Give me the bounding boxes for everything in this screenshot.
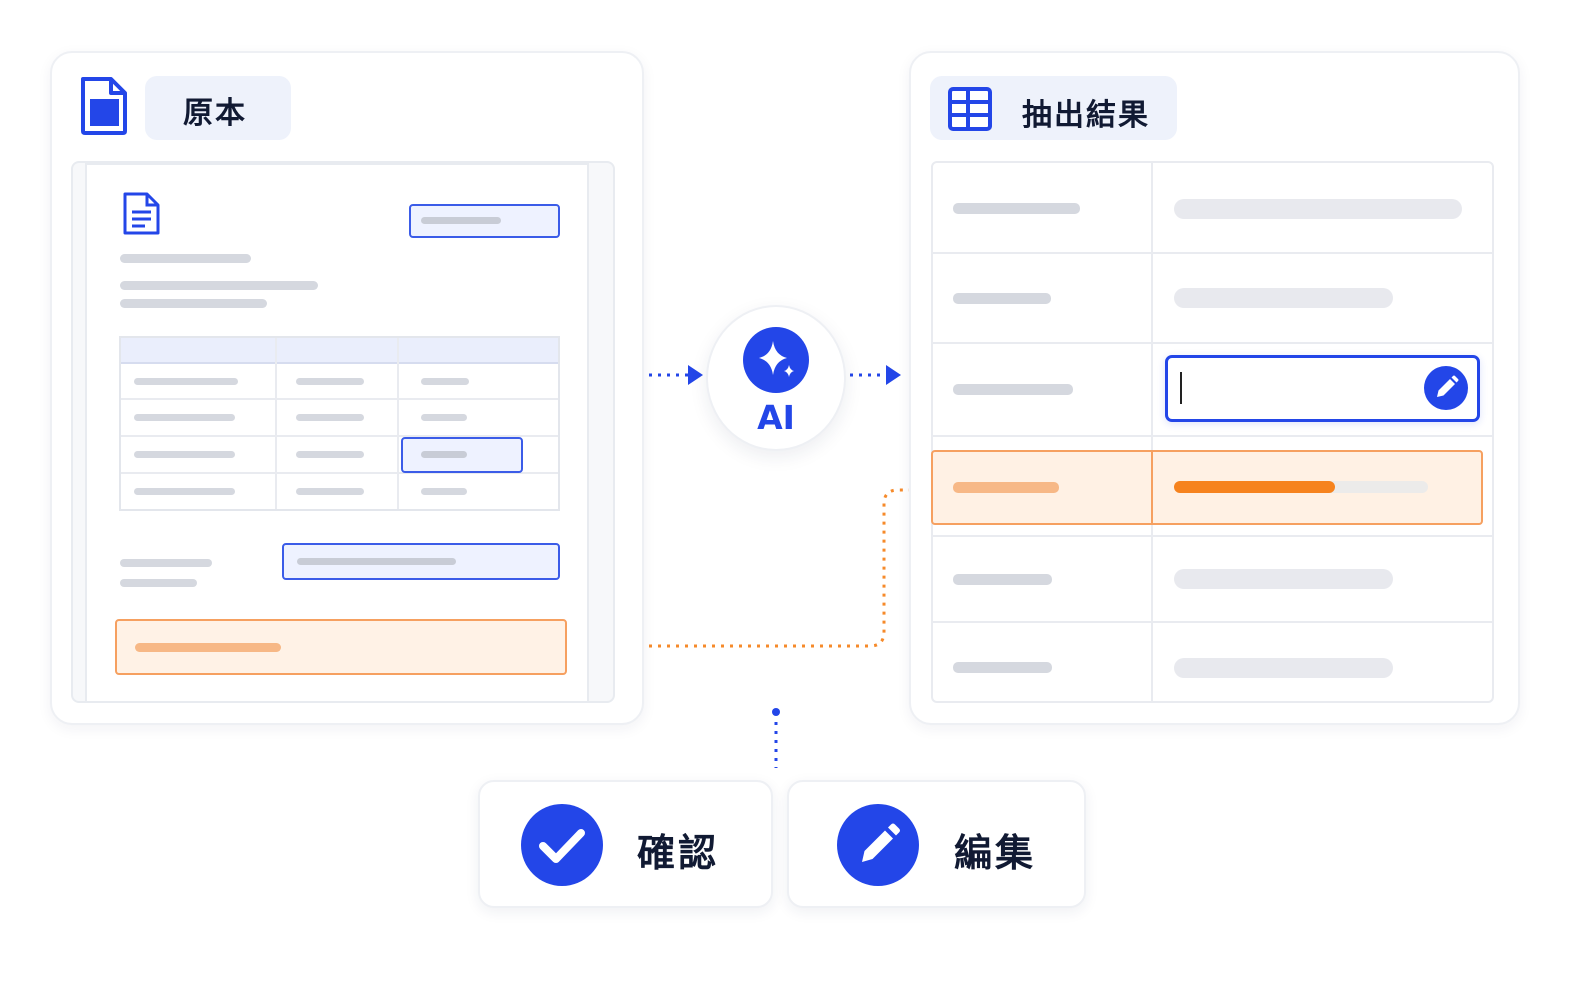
result-progress-fill [1174, 481, 1335, 493]
arrowhead-ai-to-result [886, 365, 901, 385]
doc-summary-field-text [297, 558, 456, 565]
result-field-value [1174, 569, 1393, 589]
doc-table-cell [134, 378, 238, 385]
result-panel-title: 抽出結果 [1022, 98, 1150, 133]
doc-table-cell [134, 414, 235, 421]
result-table [931, 161, 1494, 703]
result-field-value [1174, 658, 1393, 678]
doc-table-cell [296, 488, 364, 495]
result-field-label [953, 384, 1073, 395]
table-icon [948, 87, 992, 131]
pencil-icon [1437, 375, 1459, 397]
check-icon [539, 829, 585, 863]
result-field-value [1174, 288, 1393, 308]
doc-header-field-text [421, 217, 501, 224]
doc-text-line [120, 254, 251, 263]
doc-text-line [120, 579, 197, 587]
doc-text-line [120, 299, 267, 308]
arrowhead-source-to-ai [688, 365, 703, 385]
doc-table-cell [134, 488, 235, 495]
edit-button[interactable] [787, 780, 1086, 908]
confirm-label: 確認 [637, 831, 720, 875]
doc-table-cell [296, 378, 364, 385]
sparkle-icon [759, 341, 794, 377]
confirm-icon-circle [521, 804, 603, 886]
result-field-label [953, 574, 1052, 585]
doc-table-cell [421, 451, 467, 458]
text-cursor [1180, 372, 1182, 404]
doc-table-cell [134, 451, 235, 458]
ai-label: AI [757, 398, 795, 437]
document-sheet [85, 163, 589, 703]
doc-highlight-text [135, 643, 281, 652]
action-connector-dot [772, 708, 780, 716]
result-field-value [1174, 199, 1462, 219]
source-title-chip [145, 76, 291, 140]
result-field-label [953, 662, 1052, 673]
doc-table-cell [421, 488, 467, 495]
highlight-link-path [577, 488, 918, 648]
result-field-label [953, 293, 1051, 304]
pencil-icon [862, 823, 900, 862]
doc-table-cell [296, 451, 364, 458]
doc-text-line [120, 281, 318, 290]
doc-table-cell [421, 378, 469, 385]
doc-table [119, 336, 560, 511]
doc-table-cell [296, 414, 364, 421]
doc-table-header [121, 338, 558, 364]
source-panel-title: 原本 [183, 96, 247, 131]
doc-text-line [120, 559, 212, 567]
document-lines-icon [123, 192, 160, 235]
result-highlight-label [953, 482, 1059, 493]
document-icon [81, 77, 127, 135]
result-field-label [953, 203, 1080, 214]
edit-label: 編集 [954, 831, 1037, 875]
doc-table-cell [421, 414, 467, 421]
